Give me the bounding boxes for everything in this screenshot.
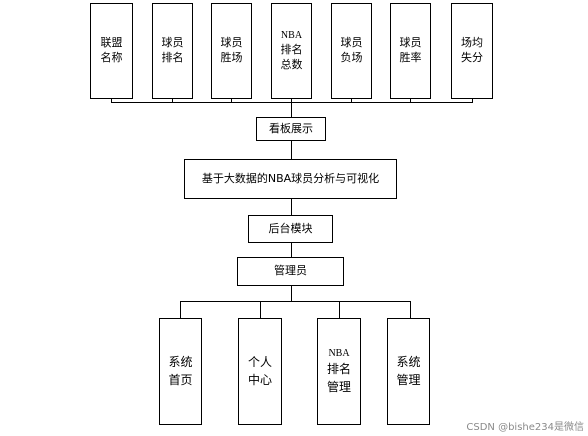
module-label: 球员胜率: [399, 36, 422, 64]
admin-box: 管理员: [237, 257, 344, 286]
module-nba-rank-total: NBA 排名总数: [271, 3, 312, 99]
module-label-group: NBA 排名总数: [279, 29, 304, 72]
module-label: 系统首页: [168, 355, 193, 387]
module-label-en: NBA: [328, 347, 350, 359]
module-label: 联盟名称: [100, 36, 123, 64]
module-label: 排名管理: [326, 362, 351, 394]
system-title: 基于大数据的NBA球员分析与可视化: [201, 171, 380, 185]
module-personal-center: 个人中心: [238, 318, 282, 425]
module-label: 系统管理: [396, 355, 421, 387]
module-label: 球员排名: [161, 36, 184, 64]
module-avg-points-allowed: 场均失分: [451, 3, 493, 99]
kanban-label: 看板展示: [269, 121, 313, 135]
system-title-box: 基于大数据的NBA球员分析与可视化: [184, 159, 397, 199]
backend-label: 后台模块: [268, 221, 313, 235]
module-system-home: 系统首页: [159, 318, 202, 425]
module-label: 个人中心: [247, 355, 272, 387]
kanban-display-box: 看板展示: [256, 117, 326, 141]
module-label: 球员胜场: [220, 36, 243, 64]
module-player-rank: 球员排名: [152, 3, 193, 99]
module-label: 球员负场: [340, 36, 363, 64]
module-label: 场均失分: [460, 36, 483, 64]
watermark: CSDN @bishe234是微信: [466, 422, 584, 433]
module-label-en: NBA: [280, 30, 303, 42]
module-league-name: 联盟名称: [90, 3, 133, 99]
module-player-win-rate: 球员胜率: [390, 3, 431, 99]
module-system-management: 系统管理: [387, 318, 430, 425]
module-label-group: NBA 排名管理: [325, 347, 353, 396]
module-label: 排名总数: [280, 42, 303, 71]
module-player-losses: 球员负场: [331, 3, 372, 99]
module-nba-rank-management: NBA 排名管理: [317, 318, 361, 425]
backend-module-box: 后台模块: [248, 215, 333, 243]
module-player-wins: 球员胜场: [211, 3, 252, 99]
admin-label: 管理员: [274, 264, 307, 278]
